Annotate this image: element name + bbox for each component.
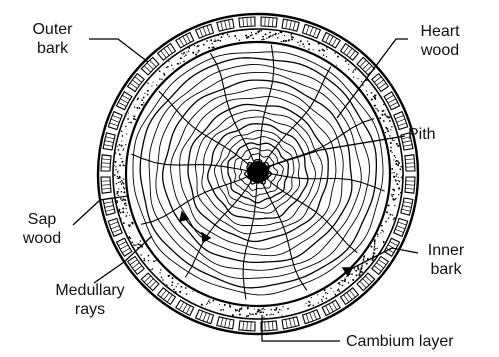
label-heart-wood: Heart wood xyxy=(410,22,470,60)
label-inner-bark: Inner bark xyxy=(420,241,472,279)
leader-outer-bark xyxy=(89,39,148,62)
label-sap-wood: Sap wood xyxy=(18,210,66,248)
label-outer-bark: Outer bark xyxy=(20,20,85,58)
pith-core xyxy=(247,161,269,183)
label-medullary-rays: Medullary rays xyxy=(40,281,140,319)
label-pith: Pith xyxy=(408,125,436,144)
label-cambium-layer: Cambium layer xyxy=(346,332,454,351)
